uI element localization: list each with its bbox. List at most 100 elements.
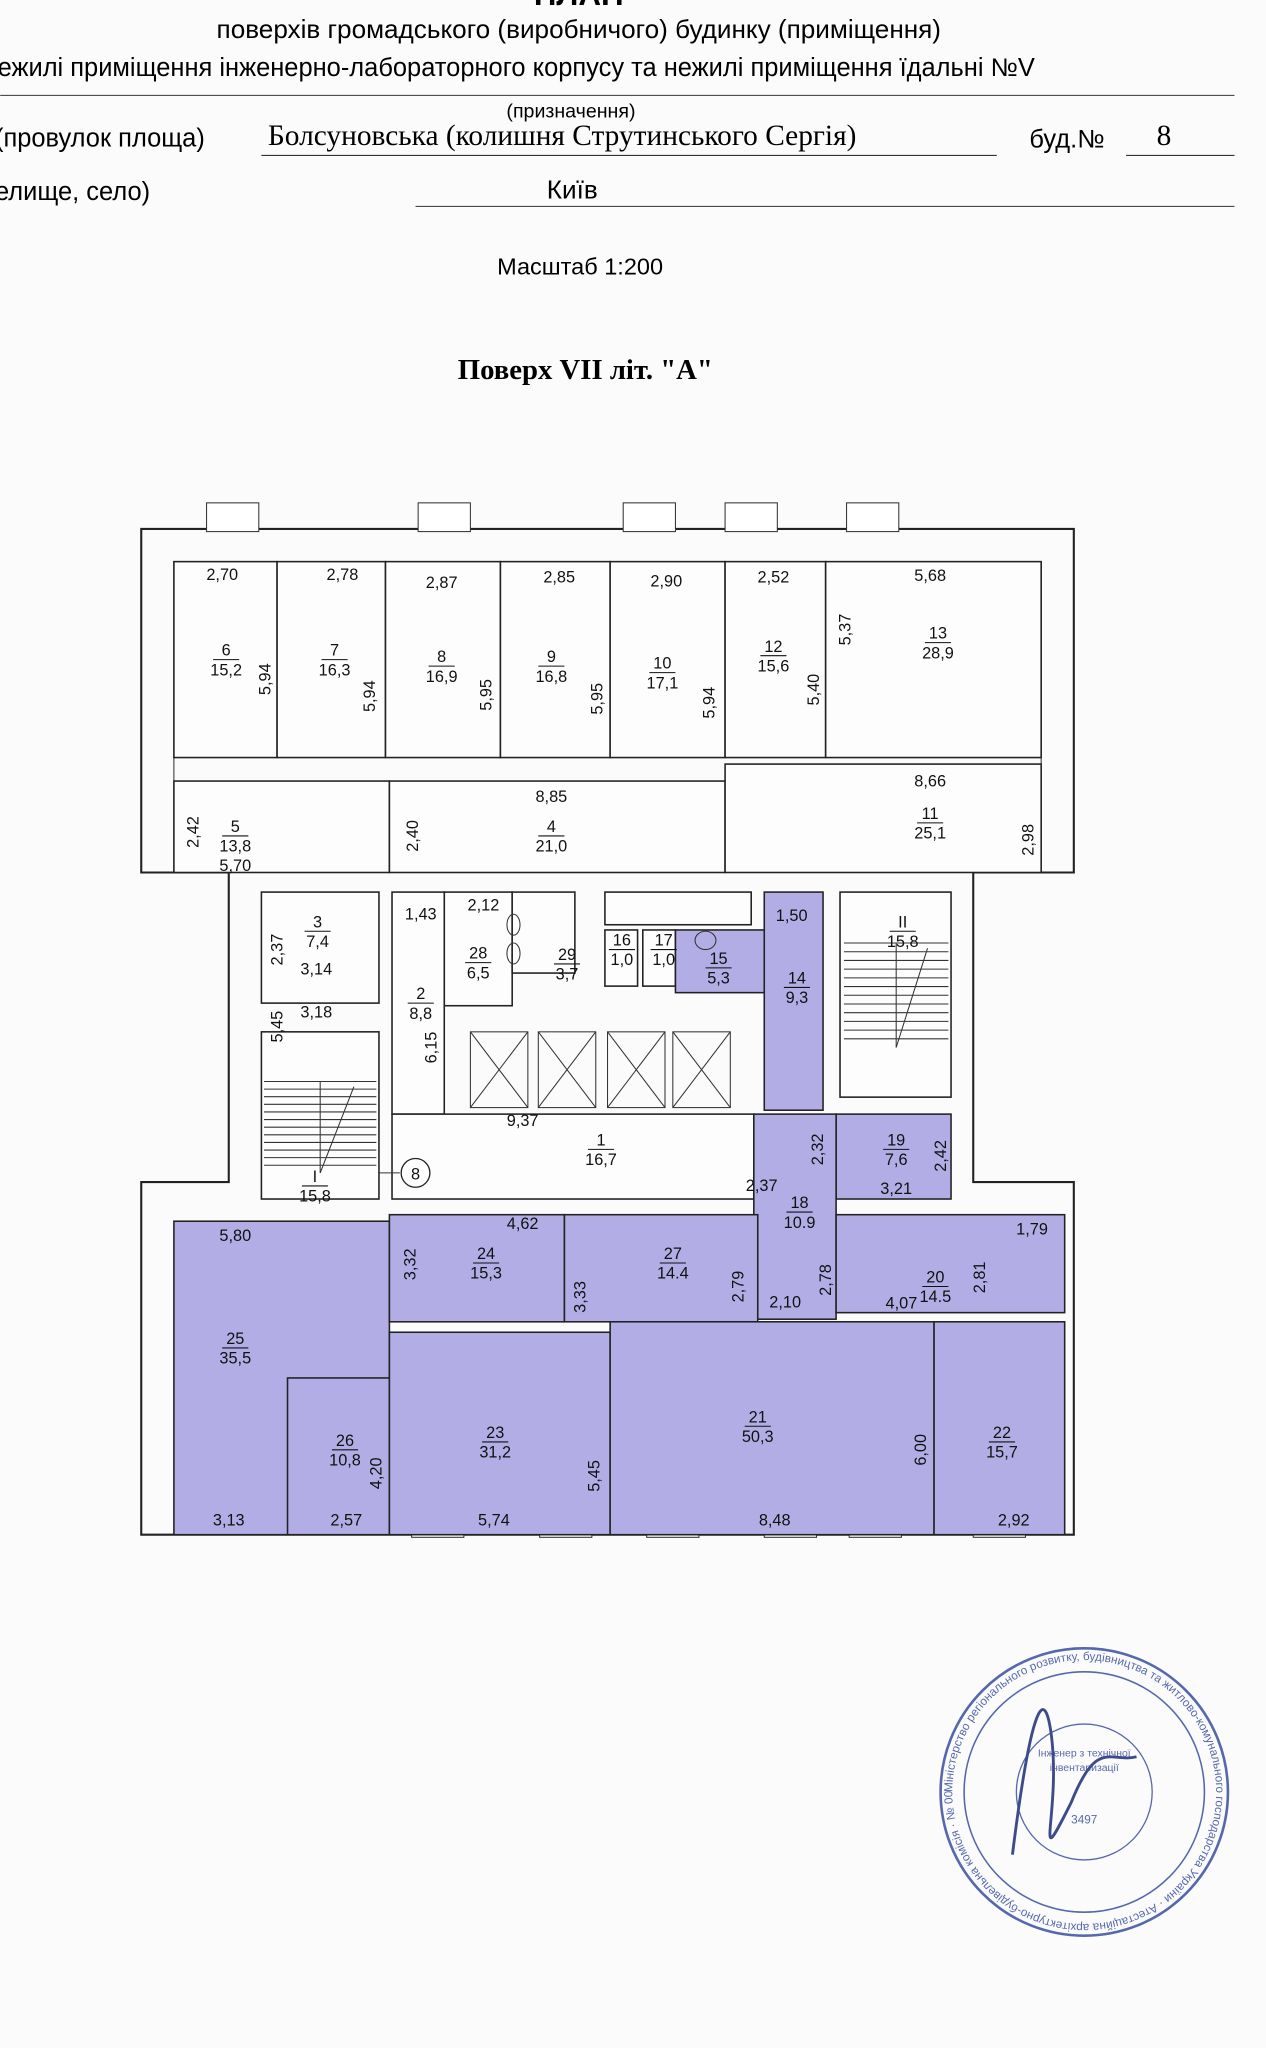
title-line-2: ежилі приміщення інженерно-лабораторного…: [0, 54, 1035, 82]
room-number: 22: [993, 1424, 1011, 1442]
room-area: 16,8: [535, 668, 567, 686]
room-outline: [824, 560, 1042, 759]
dimension-label: 2,37: [268, 934, 286, 966]
room-label: 293,7: [553, 946, 581, 984]
room-number: 14: [788, 970, 806, 988]
dimension-label: 3,14: [300, 960, 332, 978]
room-label: 28,8: [407, 985, 434, 1023]
room-outline: [753, 1113, 837, 1320]
dimension-label: 3,21: [880, 1180, 912, 1198]
dimension-label: 8,48: [759, 1512, 791, 1530]
room-number: 26: [336, 1432, 354, 1450]
window: [417, 502, 471, 533]
room-outline: [260, 891, 380, 1004]
room-outline: [388, 780, 726, 874]
dimension-label: 5,45: [586, 1460, 604, 1492]
dimension-label: 2,85: [543, 569, 575, 587]
room-area: 31,2: [479, 1444, 511, 1462]
dimension-label: 5,94: [257, 663, 275, 695]
axis-marker-label: 8: [411, 1165, 420, 1183]
room-number: 9: [547, 648, 556, 666]
room-area: 7,4: [306, 933, 329, 951]
room-outline: [835, 1213, 1066, 1314]
room-label: 116,7: [585, 1131, 617, 1169]
dimension-label: 5,40: [805, 674, 823, 706]
svg-text:інвентаризації: інвентаризації: [1050, 1763, 1119, 1774]
room-area: 6,5: [467, 964, 490, 982]
room-outline: [839, 891, 952, 1098]
room-area: 3,7: [556, 966, 579, 984]
dimension-label: 2,79: [729, 1271, 747, 1303]
purpose-caption: (призначення): [506, 101, 635, 123]
room-area: 25,1: [914, 825, 946, 843]
room-label: 197,6: [883, 1131, 910, 1169]
room-outline: [391, 1113, 755, 1200]
room-outline: [604, 891, 752, 926]
room-number: 24: [477, 1245, 495, 1263]
room-area: 8,8: [409, 1005, 432, 1023]
dimension-label: 5,94: [701, 687, 719, 719]
room-number: 21: [749, 1408, 767, 1426]
room-area: 21,0: [535, 838, 567, 856]
rooms-layer: [173, 560, 1066, 1536]
title-cut: ПЛАН: [534, 0, 624, 12]
room-label: 161,0: [608, 932, 635, 969]
dimension-label: 2,57: [330, 1512, 362, 1530]
room-number: 7: [330, 642, 339, 660]
city-caption: елище, село): [0, 178, 150, 206]
dimension-label: 2,78: [817, 1264, 835, 1296]
room-outline: [511, 891, 576, 974]
scale-label: Масштаб 1:200: [497, 253, 663, 279]
dimension-label: 2,42: [932, 1140, 950, 1172]
dimension-label: 5,95: [588, 683, 606, 715]
dimension-label: 2,12: [468, 896, 500, 914]
room-outline: [443, 891, 513, 1007]
room-outline: [173, 780, 391, 874]
room-label: 615,2: [210, 642, 242, 680]
room-area: 1,0: [611, 951, 634, 969]
room-number: 6: [222, 642, 231, 660]
dimension-label: 2,92: [998, 1512, 1030, 1530]
room-number: 11: [922, 805, 939, 823]
dimension-label: 2,52: [758, 569, 790, 587]
fixtures: [264, 913, 949, 1174]
room-label: 816,9: [426, 648, 458, 686]
dimension-label: 4,62: [507, 1215, 539, 1233]
room-label: 421,0: [535, 818, 567, 856]
room-number: 8: [437, 648, 446, 666]
room-label: 286,5: [465, 945, 492, 982]
dimension-label: 2,78: [327, 566, 359, 584]
room-number: 5: [231, 818, 240, 836]
dimension-label: 5,74: [478, 1512, 510, 1530]
building-value: 8: [1157, 120, 1172, 152]
dimension-label: 3,13: [213, 1512, 245, 1530]
room-number: 3: [313, 913, 322, 931]
room-area: 13,8: [219, 838, 251, 856]
dimension-label: 5,37: [836, 614, 854, 646]
room-label: 11 25,1: [914, 805, 946, 843]
axis-marker: 8: [378, 1157, 431, 1188]
room-outline: [642, 929, 677, 987]
room-outline: [763, 891, 824, 1111]
dimension-label: 9,37: [507, 1112, 539, 1130]
elevator-shaft: [469, 1031, 529, 1108]
dimension-label: 8,85: [535, 788, 567, 806]
room-area: 7,6: [885, 1151, 908, 1169]
room-number: 16: [613, 932, 631, 950]
room-number: 4: [547, 818, 556, 836]
dimension-label: 3,32: [402, 1248, 420, 1280]
room-number: 29: [558, 946, 576, 964]
room-labels: 615,2716,3816,9916,81017,11215,61328,951…: [210, 625, 1018, 1470]
window: [724, 502, 778, 533]
room-outline: [609, 560, 726, 759]
dimension-label: 4,07: [886, 1295, 918, 1313]
